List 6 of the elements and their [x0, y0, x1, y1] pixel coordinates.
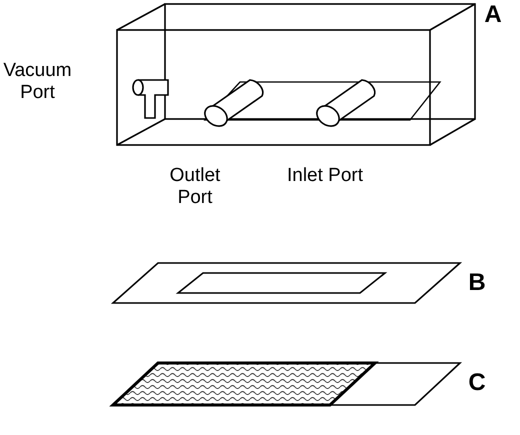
panel-label: A [483, 4, 503, 26]
panel-label: C [467, 372, 487, 394]
part-label: Vacuum Port [2, 60, 73, 104]
part-label: Inlet Port [286, 165, 364, 187]
part-label: Outlet Port [168, 165, 222, 209]
panel-label: B [467, 272, 487, 294]
